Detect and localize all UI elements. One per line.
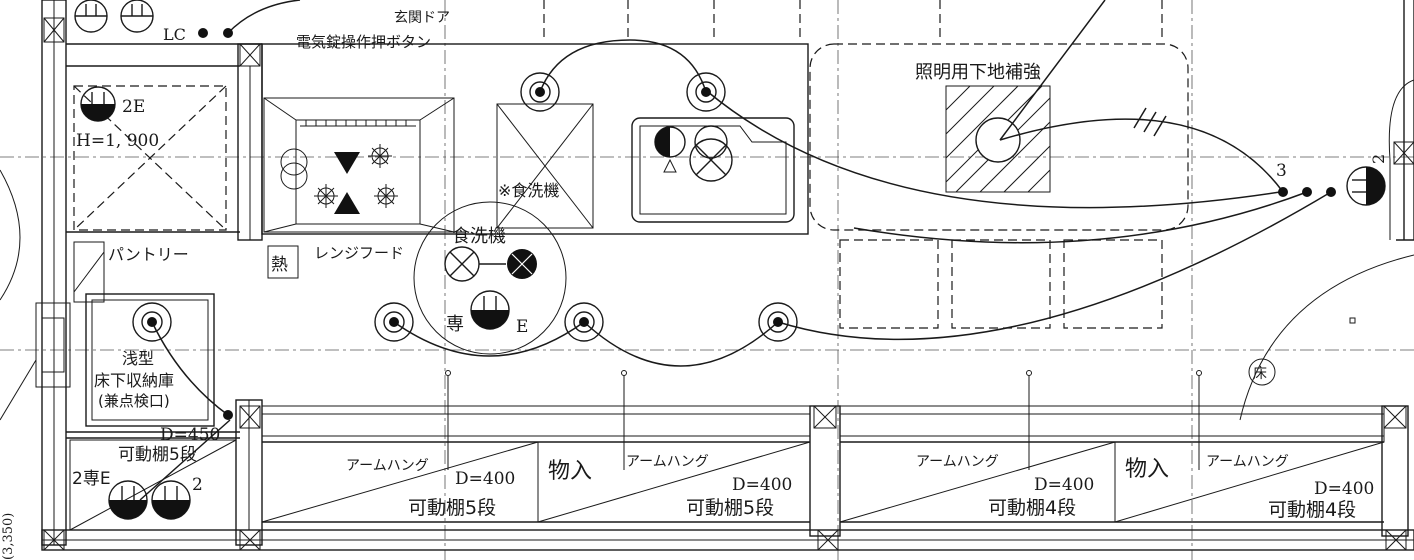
label-d400-4: D=400 xyxy=(1314,479,1374,499)
label-dishwasher: 食洗機 xyxy=(452,226,506,247)
label-arm-hanger-4: アームハング xyxy=(1206,454,1289,470)
label-side-dimension: (3,350) xyxy=(1,513,16,560)
label-arm-hanger-3: アームハング xyxy=(916,454,999,470)
label-entrance-door: 玄関ドア xyxy=(394,9,450,26)
sink-light-icon xyxy=(654,125,733,182)
label-electric-lock-button: 電気錠操作押ボタン xyxy=(296,33,431,51)
label-pantry: パントリー xyxy=(108,245,189,264)
heat-sensor-box xyxy=(267,245,299,279)
label-d400-2: D=400 xyxy=(732,475,792,495)
label-floor-mark: 床 xyxy=(1253,366,1267,382)
downlight-icon xyxy=(758,302,798,342)
label-shallow-storage: 浅型 xyxy=(122,349,154,368)
label-e-mark: E xyxy=(516,317,528,337)
label-outlet-2e: 2E xyxy=(122,97,145,117)
label-num-2-right: 2 xyxy=(1369,154,1388,164)
downlight-icon xyxy=(564,302,604,342)
label-range-hood: レンジフード xyxy=(314,244,404,262)
label-inspection-port: (兼点検口) xyxy=(98,392,170,410)
label-dedicated-2e: 2専E xyxy=(72,469,111,489)
downlight-fixtures xyxy=(132,72,798,342)
outlet-icon xyxy=(74,0,108,33)
kitchen-layout xyxy=(261,43,809,355)
downlight-icon xyxy=(520,72,560,112)
pantry-area xyxy=(69,85,237,531)
label-num-2: 2 xyxy=(192,475,203,495)
floor-outlet-icon xyxy=(1248,358,1276,386)
label-d400-3: D=400 xyxy=(1034,475,1094,495)
label-dishwasher-note: ※食洗機 xyxy=(498,181,559,200)
label-d450: D=450 xyxy=(160,425,220,445)
label-shelf-4-b: 可動棚4段 xyxy=(1268,499,1356,521)
lighting-reinforcement-area xyxy=(543,0,1189,329)
label-storage-2: 物入 xyxy=(1125,457,1169,482)
outlet-dishwasher-icon xyxy=(470,290,510,330)
label-height: H=1, 900 xyxy=(76,131,159,151)
label-shelf-4-a: 可動棚4段 xyxy=(988,497,1076,519)
label-storage-1: 物入 xyxy=(548,459,592,484)
label-shelf-5-b: 可動棚5段 xyxy=(408,497,496,519)
label-num-3: 3 xyxy=(1276,161,1287,181)
shelving-units xyxy=(261,370,1385,523)
label-lighting-reinforcement: 照明用下地補強 xyxy=(915,62,1041,83)
label-heat-sensor: 熱 xyxy=(271,255,288,275)
label-underfloor-storage: 床下収納庫 xyxy=(94,371,174,390)
label-shelf-5-c: 可動棚5段 xyxy=(686,497,774,519)
outlet-2e-icon xyxy=(80,86,116,122)
dishwasher-fixture-icon xyxy=(444,246,537,282)
label-lc: LC xyxy=(163,25,186,44)
outlet-icon xyxy=(120,0,154,33)
outlet-right-icon xyxy=(1346,166,1386,206)
label-shelf-5-a: 可動棚5段 xyxy=(118,445,197,465)
label-d400-1: D=400 xyxy=(455,469,515,489)
outlet-2e-bottom-icon xyxy=(108,480,148,520)
outlet-2-bottom-icon xyxy=(151,480,191,520)
burner-icons xyxy=(314,144,398,208)
text-labels: LC 玄関ドア 電気錠操作押ボタン 照明用下地補強 2E H=1, 900 パン… xyxy=(1,9,1388,560)
label-dedicated: 専 xyxy=(446,314,464,335)
label-arm-hanger-1: アームハング xyxy=(346,458,429,474)
downlight-icon xyxy=(686,72,726,112)
label-arm-hanger-2: アームハング xyxy=(626,454,709,470)
downlight-icon xyxy=(374,302,414,342)
wiring xyxy=(139,0,1332,501)
downlight-icon xyxy=(132,302,172,342)
switches-outlets xyxy=(74,0,1386,520)
